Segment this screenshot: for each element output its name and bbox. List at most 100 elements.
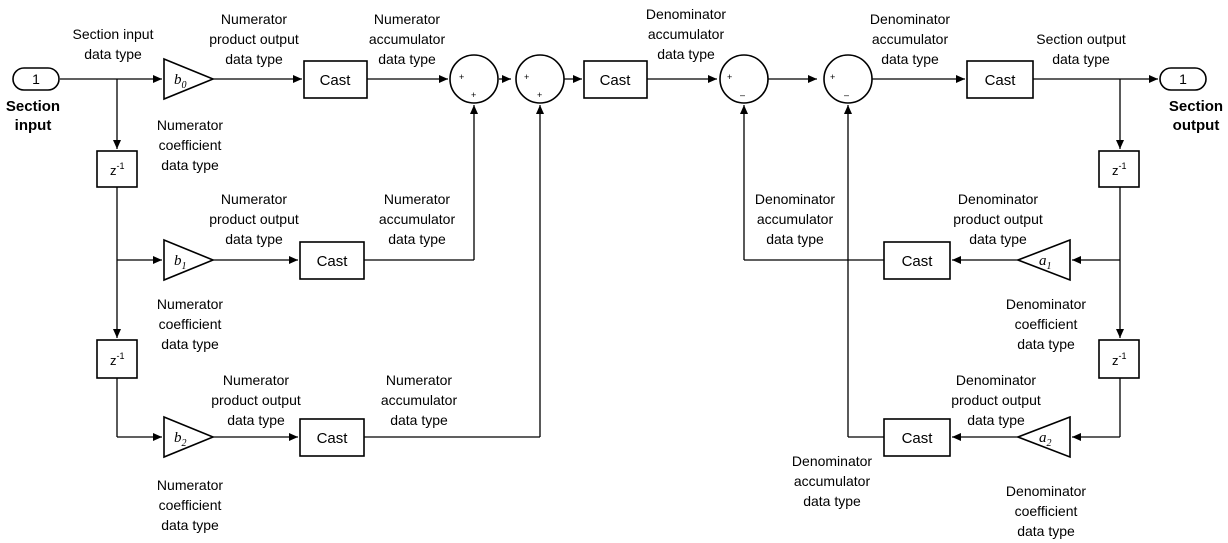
delay-label: z bbox=[1112, 163, 1119, 178]
section-output-label-line1: Section bbox=[1169, 98, 1223, 115]
gain-b0-subscript: 0 bbox=[182, 80, 187, 91]
delay-exponent: -1 bbox=[1119, 351, 1127, 361]
label-num-product-b1-1: Numerator bbox=[221, 191, 287, 207]
svg-text:z-1: z-1 bbox=[110, 161, 125, 178]
cast-label: Cast bbox=[902, 253, 934, 270]
label-den-coeff-a1-2: coefficient bbox=[1015, 316, 1078, 332]
label-section-output-dt-1: Section output bbox=[1036, 31, 1126, 47]
delay-label: z bbox=[1112, 353, 1119, 368]
delay-exponent: -1 bbox=[117, 161, 125, 171]
gain-b0[interactable]: b0 bbox=[163, 57, 216, 101]
label-num-coeff-b0-2: coefficient bbox=[159, 137, 222, 153]
sum-sign-plus: + bbox=[830, 72, 835, 82]
label-den-accum-a2-3: data type bbox=[803, 493, 861, 509]
label-den-accum-a2-1: Denominator bbox=[792, 453, 872, 469]
delay-block-input-2[interactable]: z-1 bbox=[96, 339, 138, 379]
section-input-port[interactable]: 1 bbox=[12, 67, 60, 91]
label-den-product-a1-1: Denominator bbox=[958, 191, 1038, 207]
label-num-product-b1-2: product output bbox=[209, 211, 299, 227]
gain-a2[interactable]: a2 bbox=[1015, 415, 1071, 459]
label-num-product-b2-3: data type bbox=[227, 412, 285, 428]
cast-block-den-product-a2[interactable]: Cast bbox=[883, 418, 951, 457]
gain-b2-subscript: 2 bbox=[182, 438, 187, 449]
label-num-accum-top-1: Numerator bbox=[374, 11, 440, 27]
cast-block-num-product-b2[interactable]: Cast bbox=[299, 418, 365, 457]
label-den-accum-mid-1: Denominator bbox=[646, 6, 726, 22]
sum-sign-minus: – bbox=[844, 90, 849, 100]
label-den-product-a2-1: Denominator bbox=[956, 372, 1036, 388]
sum-block-num-2[interactable]: + + bbox=[515, 54, 565, 104]
gain-a2-subscript: 2 bbox=[1047, 438, 1052, 449]
label-den-accum-mid-3: data type bbox=[657, 46, 715, 62]
label-num-product-b1-3: data type bbox=[225, 231, 283, 247]
gain-b1[interactable]: b1 bbox=[163, 238, 216, 282]
cast-block-den-product-a1[interactable]: Cast bbox=[883, 241, 951, 280]
label-num-product-b2-1: Numerator bbox=[223, 372, 289, 388]
label-den-product-a2-2: product output bbox=[951, 392, 1041, 408]
label-num-coeff-b2-2: coefficient bbox=[159, 497, 222, 513]
svg-text:b0: b0 bbox=[174, 72, 187, 91]
label-num-product-b0-3: data type bbox=[225, 51, 283, 67]
label-den-product-a1-2: product output bbox=[953, 211, 1043, 227]
label-den-accum-a1-2: accumulator bbox=[757, 211, 834, 227]
label-num-accum-b2-3: data type bbox=[390, 412, 448, 428]
label-den-coeff-a2-3: data type bbox=[1017, 523, 1075, 539]
output-port-number: 1 bbox=[1179, 71, 1187, 87]
label-num-product-b0-2: product output bbox=[209, 31, 299, 47]
delay-block-output-2[interactable]: z-1 bbox=[1098, 339, 1140, 379]
label-num-coeff-b2-3: data type bbox=[161, 517, 219, 533]
delay-label: z bbox=[110, 353, 117, 368]
label-num-accum-top-3: data type bbox=[378, 51, 436, 67]
sum-block-den-1[interactable]: + – bbox=[719, 54, 769, 104]
svg-text:z-1: z-1 bbox=[1112, 161, 1127, 178]
cast-label: Cast bbox=[320, 72, 352, 89]
delay-exponent: -1 bbox=[117, 351, 125, 361]
cast-label: Cast bbox=[317, 430, 349, 447]
delay-label: z bbox=[110, 163, 117, 178]
sum-block-den-2[interactable]: + – bbox=[823, 54, 873, 104]
sum-sign-plus: + bbox=[727, 72, 732, 82]
delay-block-output-1[interactable]: z-1 bbox=[1098, 150, 1140, 188]
label-num-coeff-b1-1: Numerator bbox=[157, 296, 223, 312]
gain-a1-subscript: 1 bbox=[1047, 261, 1052, 272]
label-den-accum-top-2: accumulator bbox=[872, 31, 949, 47]
signal-wires bbox=[60, 75, 1158, 441]
delay-block-input-1[interactable]: z-1 bbox=[96, 150, 138, 188]
gain-b0-symbol: b bbox=[174, 72, 182, 88]
sum-sign-minus: – bbox=[740, 90, 745, 100]
label-num-product-b2-2: product output bbox=[211, 392, 301, 408]
label-den-coeff-a1-3: data type bbox=[1017, 336, 1075, 352]
sum-sign-plus: + bbox=[471, 90, 476, 100]
label-den-accum-a1-1: Denominator bbox=[755, 191, 835, 207]
label-den-product-a2-3: data type bbox=[967, 412, 1025, 428]
cast-block-num-product-b0[interactable]: Cast bbox=[303, 60, 368, 99]
cast-block-num-to-den-accum[interactable]: Cast bbox=[583, 60, 648, 99]
svg-text:z-1: z-1 bbox=[110, 351, 125, 368]
gain-b2[interactable]: b2 bbox=[163, 415, 216, 459]
label-den-accum-top-1: Denominator bbox=[870, 11, 950, 27]
svg-text:z-1: z-1 bbox=[1112, 351, 1127, 368]
gain-b1-symbol: b bbox=[174, 253, 182, 269]
label-den-accum-mid-2: accumulator bbox=[648, 26, 725, 42]
cast-label: Cast bbox=[317, 253, 349, 270]
sum-block-num-1[interactable]: + + bbox=[449, 54, 499, 104]
label-den-coeff-a2-2: coefficient bbox=[1015, 503, 1078, 519]
label-num-accum-b1-1: Numerator bbox=[384, 191, 450, 207]
svg-text:b2: b2 bbox=[174, 430, 187, 449]
cast-block-section-output[interactable]: Cast bbox=[966, 60, 1034, 99]
label-den-accum-a2-2: accumulator bbox=[794, 473, 871, 489]
gain-a2-symbol: a bbox=[1039, 430, 1047, 446]
input-port-number: 1 bbox=[32, 71, 40, 87]
label-section-output-dt-2: data type bbox=[1052, 51, 1110, 67]
gain-a1[interactable]: a1 bbox=[1015, 238, 1071, 282]
label-num-accum-b1-3: data type bbox=[388, 231, 446, 247]
label-num-coeff-b0-3: data type bbox=[161, 157, 219, 173]
section-output-label-line2: output bbox=[1173, 117, 1220, 134]
label-section-input-dt-2: data type bbox=[84, 46, 142, 62]
section-output-port[interactable]: 1 bbox=[1159, 67, 1207, 91]
cast-block-num-product-b1[interactable]: Cast bbox=[299, 241, 365, 280]
svg-text:b1: b1 bbox=[174, 253, 187, 272]
label-num-coeff-b1-2: coefficient bbox=[159, 316, 222, 332]
cast-label: Cast bbox=[985, 72, 1017, 89]
gain-b2-symbol: b bbox=[174, 430, 182, 446]
